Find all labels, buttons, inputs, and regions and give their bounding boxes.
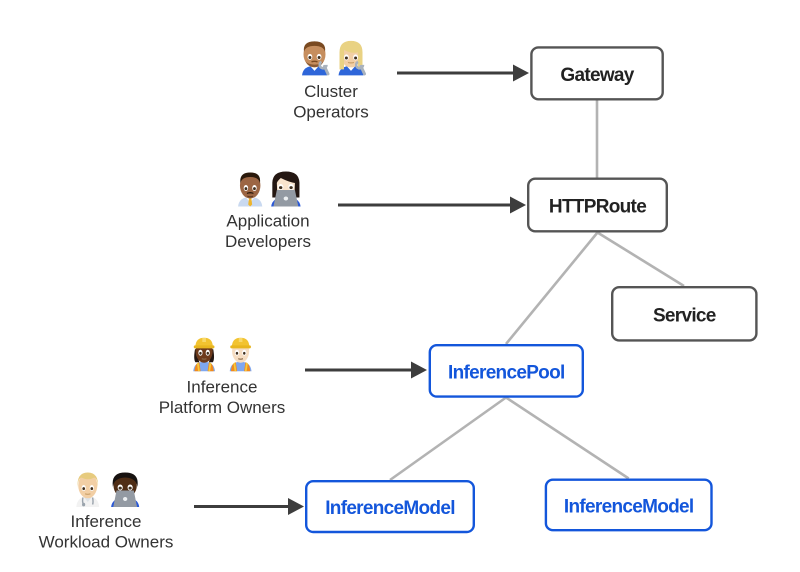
svg-text:InferenceModel: InferenceModel [564, 496, 694, 517]
svg-text:Operators: Operators [293, 103, 369, 122]
svg-text:Platform Owners: Platform Owners [159, 398, 286, 417]
svg-text:Workload Owners: Workload Owners [39, 533, 174, 552]
svg-text:Inference: Inference [71, 512, 142, 531]
svg-text:HTTPRoute: HTTPRoute [549, 197, 646, 218]
svg-text:Application: Application [226, 212, 309, 231]
svg-text:InferenceModel: InferenceModel [325, 498, 455, 519]
svg-text:Inference: Inference [187, 378, 258, 397]
svg-text:Gateway: Gateway [560, 65, 634, 86]
svg-text:Developers: Developers [225, 232, 311, 251]
svg-text:InferencePool: InferencePool [448, 362, 565, 383]
svg-text:Cluster: Cluster [304, 82, 358, 101]
svg-text:Service: Service [653, 305, 716, 326]
